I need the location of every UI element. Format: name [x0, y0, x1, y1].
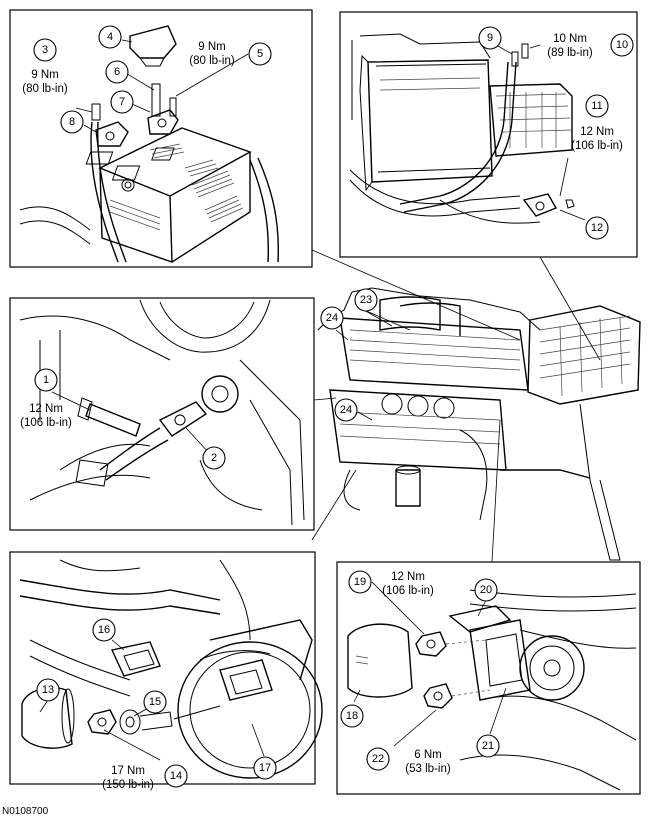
callout-19: 19: [348, 570, 372, 594]
svg-text:20: 20: [480, 584, 492, 596]
svg-text:21: 21: [482, 740, 494, 752]
svg-text:24: 24: [340, 404, 352, 416]
callout-7: 7: [110, 90, 134, 114]
callout-24-upper: 24: [320, 306, 344, 330]
panel-connector-lines: [311, 249, 601, 563]
callout-21: 21: [476, 734, 500, 758]
callout-3: 3: [33, 38, 57, 62]
svg-text:17 Nm: 17 Nm: [111, 765, 145, 777]
svg-text:(106 lb-in): (106 lb-in): [20, 417, 72, 429]
svg-text:13: 13: [42, 684, 54, 696]
svg-text:19: 19: [354, 576, 366, 588]
callout-9: 9: [478, 26, 502, 50]
panel-generator-terminal: 19 12 Nm (106 lb-in) 20 18 21 22 6 Nm (5…: [336, 561, 641, 795]
callout-5: 5: [248, 42, 272, 66]
svg-text:24: 24: [326, 312, 338, 324]
svg-text:9: 9: [487, 32, 493, 44]
svg-text:(106 lb-in): (106 lb-in): [382, 585, 434, 597]
callout-4: 4: [98, 25, 122, 49]
svg-text:7: 7: [119, 96, 125, 108]
torque-label-11: 12 Nm (106 lb-in): [571, 126, 623, 152]
panel-battery-terminals: 3 9 Nm (80 lb-in) 4 5 9 Nm (80 lb-in) 6 …: [9, 9, 313, 268]
callout-13: 13: [36, 678, 60, 702]
svg-text:2: 2: [211, 452, 217, 464]
torque-label-3: 9 Nm (80 lb-in): [22, 69, 68, 95]
callout-8: 8: [60, 110, 84, 134]
callout-10: 10: [610, 33, 634, 57]
svg-text:12 Nm: 12 Nm: [391, 571, 425, 583]
svg-text:23: 23: [360, 294, 372, 306]
torque-label-19: 12 Nm (106 lb-in): [382, 571, 434, 597]
callout-23: 23: [354, 288, 378, 312]
svg-text:11: 11: [591, 100, 602, 112]
callout-18: 18: [340, 704, 364, 728]
svg-text:10 Nm: 10 Nm: [553, 33, 587, 45]
callout-1: 1: [34, 368, 58, 392]
panel-ground-cable: 1 12 Nm (106 lb-in) 2: [9, 297, 315, 531]
svg-text:14: 14: [170, 770, 182, 782]
callout-16: 16: [92, 618, 116, 642]
svg-text:(80 lb-in): (80 lb-in): [189, 55, 235, 67]
svg-text:16: 16: [98, 624, 110, 636]
svg-text:(53 lb-in): (53 lb-in): [405, 763, 451, 775]
svg-text:8: 8: [69, 116, 75, 128]
svg-text:17: 17: [259, 762, 271, 774]
callout-20: 20: [474, 578, 498, 602]
callout-6: 6: [105, 60, 129, 84]
svg-text:18: 18: [346, 710, 358, 722]
svg-text:22: 22: [372, 753, 384, 765]
callout-17: 17: [253, 756, 277, 780]
callout-24-lower: 24: [334, 398, 358, 422]
panel-starter-wiring: 13 14 17 Nm (150 lb-in) 15 16 17: [9, 551, 323, 791]
svg-text:(106 lb-in): (106 lb-in): [571, 140, 623, 152]
svg-text:12: 12: [591, 222, 603, 234]
svg-text:15: 15: [149, 696, 161, 708]
svg-text:9 Nm: 9 Nm: [31, 69, 58, 81]
svg-text:5: 5: [257, 48, 263, 60]
svg-text:6: 6: [114, 66, 120, 78]
callout-2: 2: [202, 446, 226, 470]
svg-text:(80 lb-in): (80 lb-in): [22, 83, 68, 95]
callout-22: 22: [366, 747, 390, 771]
torque-label-14: 17 Nm (150 lb-in): [102, 765, 154, 791]
svg-text:(150 lb-in): (150 lb-in): [102, 779, 154, 791]
svg-text:6 Nm: 6 Nm: [414, 749, 441, 761]
svg-text:12 Nm: 12 Nm: [29, 403, 63, 415]
engine-overview: 23 24 24: [317, 287, 641, 561]
svg-text:1: 1: [43, 374, 49, 386]
panel-battery-junction: 9 10 Nm (89 lb-in) 10 11 12 Nm (106 lb-i…: [339, 11, 638, 258]
callout-14: 14: [164, 764, 188, 788]
callout-11: 11: [585, 94, 609, 118]
callout-12: 12: [585, 216, 609, 240]
torque-label-22: 6 Nm (53 lb-in): [405, 749, 451, 775]
torque-label-10: 10 Nm (89 lb-in): [547, 33, 593, 59]
torque-label-1: 12 Nm (106 lb-in): [20, 403, 72, 429]
svg-text:10: 10: [616, 39, 628, 51]
svg-text:9 Nm: 9 Nm: [198, 41, 225, 53]
callout-15: 15: [143, 690, 167, 714]
torque-label-5: 9 Nm (80 lb-in): [189, 41, 235, 67]
svg-text:3: 3: [42, 44, 48, 56]
svg-text:(89 lb-in): (89 lb-in): [547, 47, 593, 59]
svg-text:4: 4: [107, 31, 113, 43]
svg-text:12 Nm: 12 Nm: [580, 126, 614, 138]
figure-id: N0108700: [2, 806, 49, 817]
